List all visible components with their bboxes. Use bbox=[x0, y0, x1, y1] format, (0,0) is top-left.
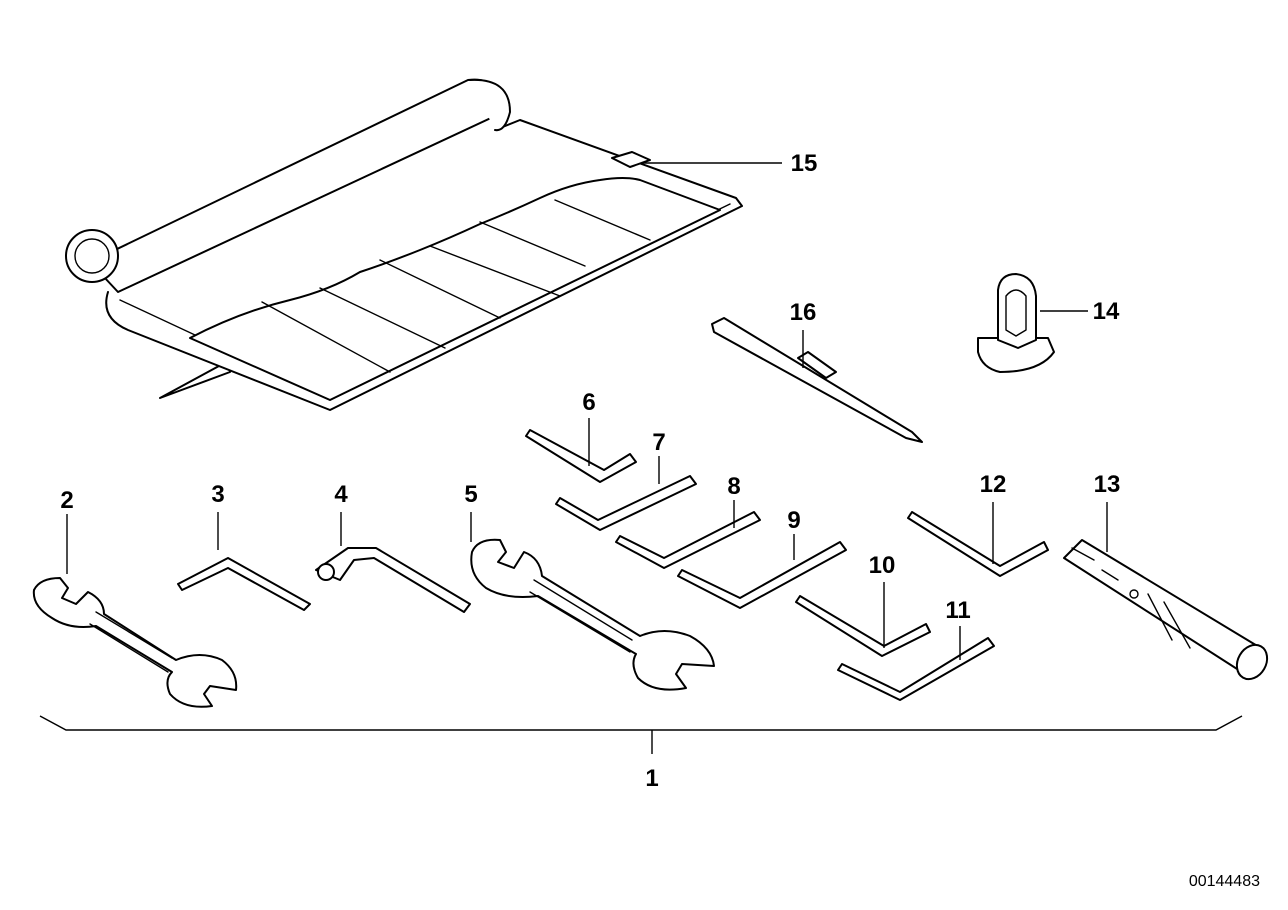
hex-key-6-part bbox=[525, 429, 637, 483]
hex-key-9-part bbox=[677, 541, 847, 609]
screwdriver-part bbox=[711, 317, 923, 443]
clip-part bbox=[977, 273, 1055, 373]
callout-14: 14 bbox=[1093, 298, 1120, 325]
hex-key-10-part bbox=[795, 595, 931, 657]
socket-wrench-part bbox=[315, 547, 471, 613]
group-bracket bbox=[39, 715, 1243, 754]
callout-13: 13 bbox=[1094, 471, 1121, 498]
callout-1: 1 bbox=[645, 765, 658, 792]
wrench-large-part bbox=[470, 538, 715, 691]
callout-9: 9 bbox=[787, 507, 800, 534]
hex-key-12-part bbox=[907, 511, 1049, 577]
spark-plug-wrench-part bbox=[1063, 539, 1269, 681]
hex-key-7-part bbox=[555, 475, 697, 531]
callout-7: 7 bbox=[652, 429, 665, 456]
callout-12: 12 bbox=[980, 471, 1007, 498]
callout-10: 10 bbox=[869, 552, 896, 579]
callout-4: 4 bbox=[334, 481, 348, 508]
callout-2: 2 bbox=[60, 487, 73, 514]
diagram-id: 00144483 bbox=[1189, 873, 1260, 890]
leader-lines bbox=[66, 162, 1108, 660]
callout-6: 6 bbox=[582, 389, 595, 416]
wrench-small-part bbox=[32, 577, 238, 708]
callout-8: 8 bbox=[727, 473, 740, 500]
callout-15: 15 bbox=[791, 150, 818, 177]
hex-key-8-part bbox=[615, 511, 761, 569]
callout-5: 5 bbox=[464, 481, 477, 508]
callout-11: 11 bbox=[945, 597, 970, 624]
hex-key-3-part bbox=[177, 557, 311, 611]
callout-16: 16 bbox=[790, 299, 817, 326]
hex-key-11-part bbox=[837, 637, 995, 701]
tool-roll-pouch bbox=[65, 78, 743, 411]
callout-3: 3 bbox=[211, 481, 224, 508]
